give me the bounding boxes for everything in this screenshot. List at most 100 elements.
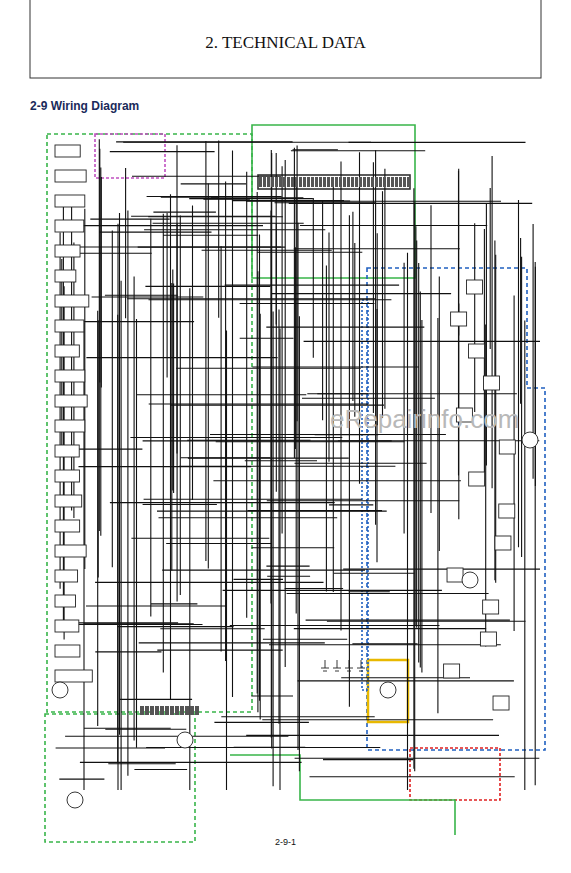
- wire: [333, 178, 334, 592]
- component-block: [55, 395, 87, 407]
- wire: [240, 303, 375, 304]
- wire: [176, 368, 361, 369]
- component-block: [55, 195, 85, 207]
- ground-symbol: [321, 660, 329, 671]
- wire: [139, 642, 325, 643]
- lamp-symbol: [52, 682, 68, 698]
- connector-pin: [407, 177, 410, 187]
- connector-pin: [323, 177, 326, 187]
- wire: [117, 224, 118, 790]
- wire: [143, 440, 392, 441]
- wire: [123, 142, 371, 143]
- wire: [153, 223, 304, 224]
- component-block: [483, 600, 499, 614]
- wire: [153, 212, 216, 213]
- wire: [100, 168, 101, 536]
- wire: [490, 188, 491, 349]
- connector-pin: [371, 177, 374, 187]
- lamp-symbol: [522, 432, 538, 448]
- ground-symbol: [333, 660, 341, 671]
- wire: [323, 759, 413, 760]
- wire: [437, 318, 438, 713]
- component-block: [55, 570, 78, 582]
- component-block: [447, 568, 463, 582]
- connector-pin: [145, 706, 149, 715]
- wire: [514, 296, 515, 632]
- connector-pin: [259, 177, 262, 187]
- wire: [59, 779, 104, 780]
- component-block: [493, 696, 509, 710]
- wire: [273, 312, 274, 787]
- wire: [112, 231, 113, 568]
- wire: [349, 215, 350, 707]
- wire: [287, 593, 489, 594]
- connector-pin: [335, 177, 338, 187]
- component-block: [55, 170, 86, 182]
- component-block: [55, 670, 92, 682]
- wire: [110, 502, 335, 503]
- wire: [148, 216, 283, 217]
- wire: [110, 151, 215, 152]
- wire: [144, 229, 325, 230]
- wire: [269, 644, 501, 645]
- connector-pin: [279, 177, 282, 187]
- component-block: [55, 370, 85, 382]
- wire: [138, 247, 285, 248]
- connector-pin: [391, 177, 394, 187]
- wire: [90, 219, 169, 220]
- component-block: [55, 520, 80, 532]
- wire: [420, 292, 421, 668]
- wire: [232, 150, 233, 697]
- connector-strip: [258, 175, 410, 189]
- wire: [130, 437, 342, 438]
- page-number: 2-9-1: [272, 837, 299, 847]
- wire: [315, 434, 379, 435]
- wire: [211, 197, 304, 198]
- wire: [159, 517, 338, 518]
- connector-pin: [399, 177, 402, 187]
- wire: [108, 763, 175, 764]
- ground-wire: [230, 755, 455, 835]
- component-block: [55, 545, 86, 557]
- wire: [317, 393, 517, 394]
- connector-pin: [339, 177, 342, 187]
- wire: [80, 762, 302, 763]
- wire: [205, 141, 206, 561]
- wire: [163, 235, 258, 236]
- component-block: [55, 295, 89, 307]
- connector-pin: [263, 177, 266, 187]
- wire: [294, 248, 460, 249]
- wire: [105, 295, 178, 296]
- connector-pin: [303, 177, 306, 187]
- connector-pin: [375, 177, 378, 187]
- wire: [430, 205, 431, 513]
- wire: [99, 232, 211, 233]
- wire: [349, 142, 526, 143]
- component-block: [55, 320, 84, 332]
- wire: [282, 166, 283, 533]
- connector-pin: [379, 177, 382, 187]
- wire: [257, 271, 258, 712]
- connector-pin: [383, 177, 386, 187]
- wire: [162, 570, 365, 571]
- wire: [119, 213, 120, 735]
- wire: [192, 206, 193, 500]
- wire: [296, 181, 297, 614]
- connector-pin: [190, 706, 194, 715]
- connector-pin: [155, 706, 159, 715]
- wire: [157, 650, 282, 651]
- connector-pin: [307, 177, 310, 187]
- wire: [300, 225, 487, 226]
- wire: [131, 538, 269, 539]
- connector-pin: [150, 706, 154, 715]
- component-block: [469, 344, 485, 358]
- component-block: [444, 664, 460, 678]
- wire: [279, 328, 280, 790]
- wire: [134, 769, 187, 770]
- wire: [203, 199, 250, 200]
- wire: [294, 148, 295, 458]
- wire: [377, 233, 378, 425]
- wire: [150, 219, 151, 617]
- wire: [56, 747, 165, 748]
- wire: [221, 246, 222, 651]
